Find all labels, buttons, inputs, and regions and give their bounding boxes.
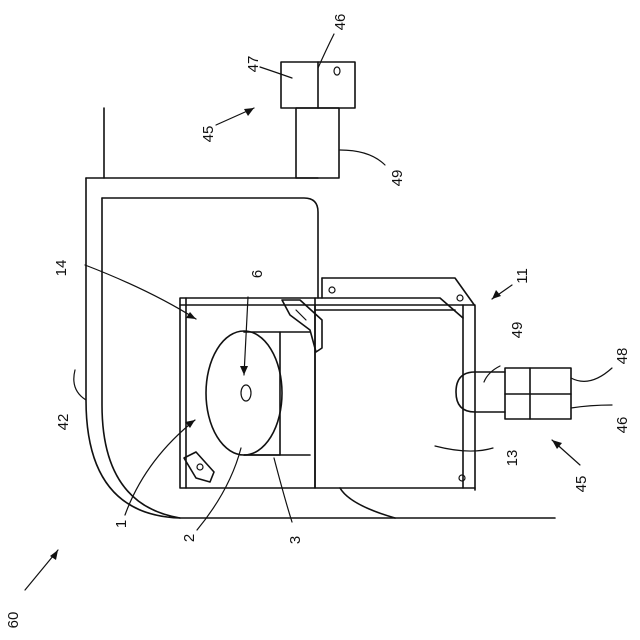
label-42: 42 <box>55 414 72 431</box>
base-frame-42 <box>86 108 555 518</box>
label-49-right: 49 <box>509 322 526 339</box>
label-49-top: 49 <box>389 170 406 187</box>
label-13: 13 <box>504 450 521 467</box>
leader-lines <box>25 34 612 590</box>
label-47: 47 <box>245 56 262 73</box>
module-13 <box>315 278 475 518</box>
disc-2 <box>206 331 310 455</box>
label-3: 3 <box>287 536 304 544</box>
label-46-right: 46 <box>614 417 631 434</box>
label-14: 14 <box>53 260 70 277</box>
clamp-upper <box>282 300 322 352</box>
label-2: 2 <box>181 534 198 542</box>
label-48: 48 <box>614 348 631 365</box>
housing-14 <box>180 298 315 488</box>
label-45-top: 45 <box>200 126 217 143</box>
label-11: 11 <box>514 268 531 284</box>
label-46-top: 46 <box>332 14 349 31</box>
label-1: 1 <box>113 520 130 528</box>
top-motor-45 <box>281 62 355 178</box>
label-45-right: 45 <box>573 476 590 493</box>
right-motor-45 <box>456 368 571 419</box>
label-6: 6 <box>249 270 266 278</box>
clamp-lower <box>184 452 214 482</box>
label-60: 60 <box>5 612 22 629</box>
